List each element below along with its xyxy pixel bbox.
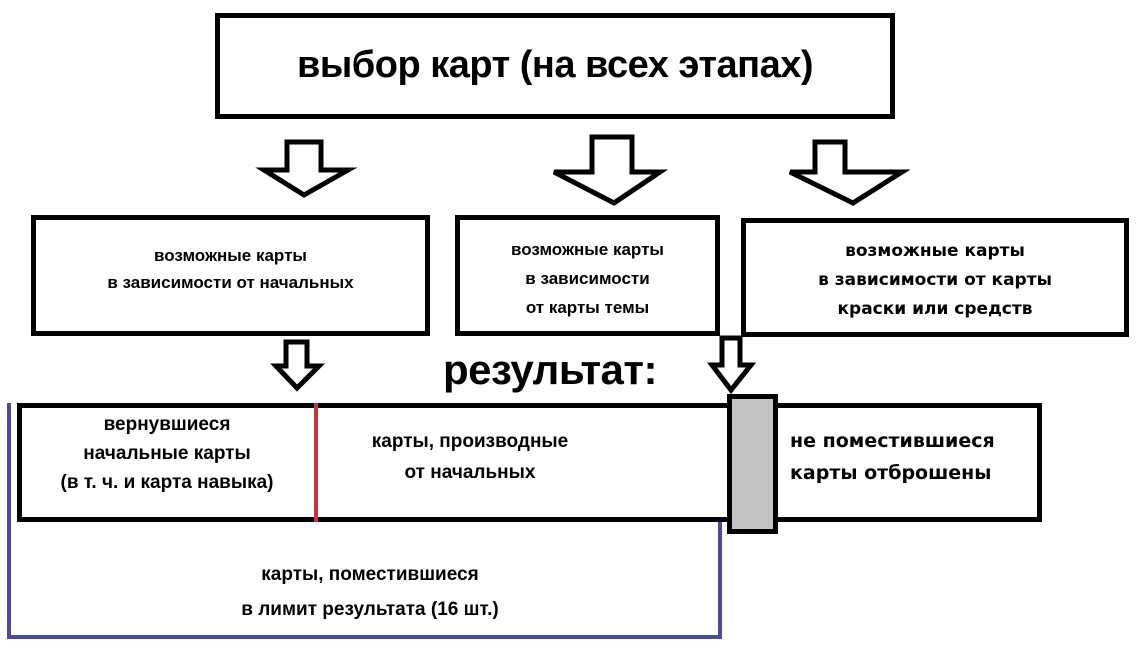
text-line: карты отброшены (790, 462, 992, 484)
text-line: от начальных (404, 462, 536, 483)
result-bar (17, 403, 1042, 522)
text-line: возможные карты (845, 241, 1025, 261)
top-box-title: выбор карт (на всех этапах) (296, 44, 814, 86)
text-line: вернувшиеся (103, 414, 231, 435)
down-arrow-icon (788, 139, 911, 206)
text-line: от карты темы (525, 298, 650, 317)
fitted-cards-label: карты, поместившиеся в лимит результата … (80, 557, 660, 627)
text-line: в зависимости от карты (818, 270, 1052, 290)
result-heading: результат: (443, 346, 657, 393)
fitted-bracket-right (718, 412, 722, 639)
text-line: начальные карты (83, 443, 251, 464)
down-arrow-icon (270, 339, 326, 392)
result-divider (314, 403, 318, 522)
fitted-bracket (7, 403, 720, 639)
source-box-paint: возможные карты в зависимости от карты к… (741, 218, 1129, 337)
source-box-initial: возможные карты в зависимости от начальн… (31, 215, 430, 336)
source-box-text: возможные карты в зависимости от карты к… (746, 237, 1124, 324)
text-line: в зависимости от начальных (107, 273, 354, 292)
discarded-cards-label: не поместившиеся карты отброшены (790, 425, 995, 489)
derived-cards-label: карты, производные от начальных (330, 426, 610, 488)
source-box-text: возможные карты в зависимости от карты т… (460, 235, 715, 322)
text-line: в лимит результата (16 шт.) (241, 599, 499, 620)
text-line: возможные карты (511, 240, 664, 259)
text-line: в зависимости (525, 269, 650, 288)
text-line: не поместившиеся (790, 430, 995, 452)
cutoff-marker (727, 394, 778, 534)
source-box-theme: возможные карты в зависимости от карты т… (455, 215, 720, 336)
down-arrow-icon (552, 134, 669, 206)
down-arrow-icon (706, 335, 757, 395)
text-line: карты, производные (371, 431, 569, 452)
text-line: (в т. ч. и карта навыка) (60, 472, 274, 493)
returned-cards-label: вернувшиеся начальные карты (в т. ч. и к… (22, 410, 312, 497)
text-line: возможные карты (154, 246, 307, 265)
source-box-text: возможные карты в зависимости от начальн… (36, 242, 425, 296)
down-arrow-icon (255, 139, 358, 198)
text-line: карты, поместившиеся (261, 564, 479, 585)
top-box: выбор карт (на всех этапах) (215, 13, 895, 119)
text-line: краски или средств (837, 299, 1033, 319)
